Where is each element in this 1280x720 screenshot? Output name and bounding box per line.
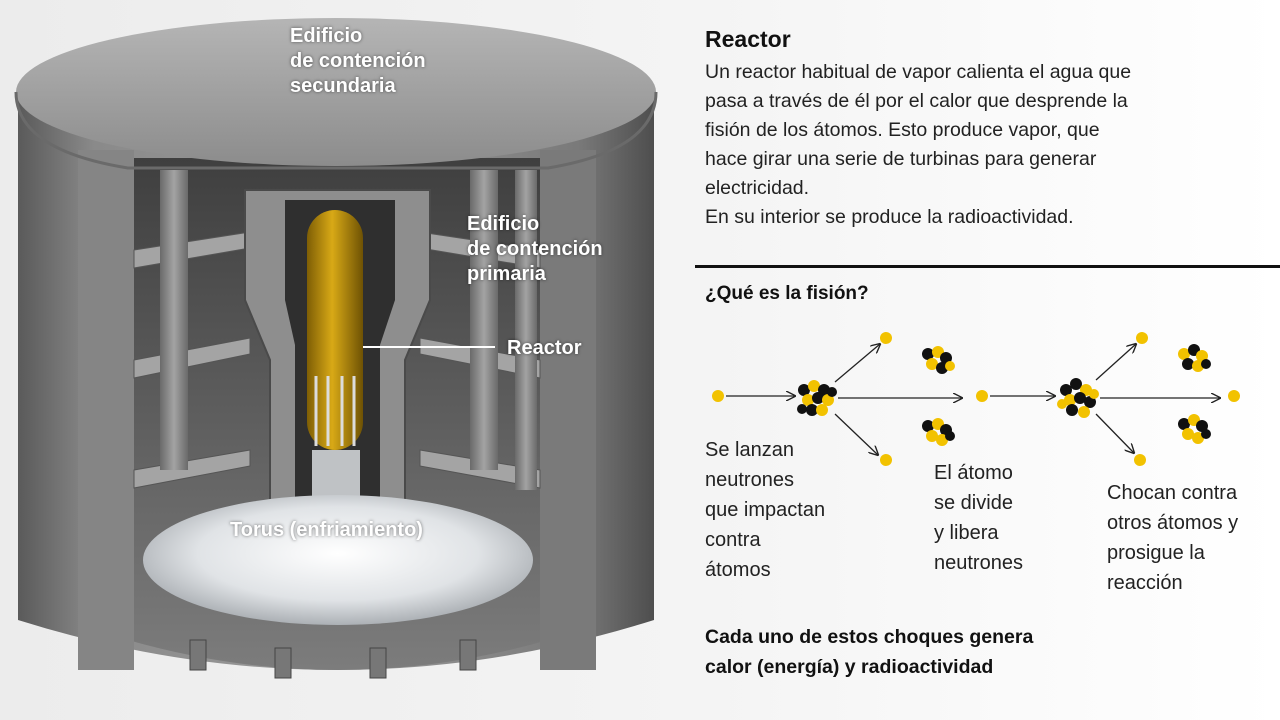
conclusion-line: Cada uno de estos choques genera: [705, 626, 1034, 648]
label-secondary-containment: Edificio de contención secundaria: [290, 24, 426, 99]
caption-line: Chocan contra: [1107, 482, 1238, 504]
neutron: [880, 454, 892, 466]
description-line: hace girar una serie de turbinas para ge…: [705, 148, 1097, 170]
neutron: [1136, 332, 1148, 344]
caption-line: y libera: [934, 522, 999, 544]
label-line: de contención: [467, 238, 603, 260]
fission-diagram: [712, 332, 1240, 466]
arrow: [1095, 413, 1134, 453]
atom-fragment: [922, 418, 955, 446]
caption-line: contra: [705, 529, 761, 551]
torus: [143, 495, 533, 625]
caption-line: neutrones: [934, 552, 1023, 574]
description-line: Un reactor habitual de vapor calienta el…: [705, 61, 1132, 83]
neutron: [976, 390, 988, 402]
arrow: [1095, 344, 1136, 381]
label-reactor: Reactor: [507, 337, 582, 359]
neutron: [712, 390, 724, 402]
label-primary-containment: Edificio de contención primaria: [467, 212, 603, 287]
reactor-cutaway-illustration: [14, 18, 658, 679]
caption-line: prosigue la: [1107, 542, 1205, 564]
top-slab: [16, 18, 656, 166]
pillars: [160, 170, 537, 490]
reactor-vessel: [307, 210, 363, 450]
caption-step-2: El átomo se divide y libera neutrones: [934, 458, 1023, 578]
label-line: de contención: [290, 50, 426, 72]
caption-line: El átomo: [934, 462, 1013, 484]
fission-section-title: ¿Qué es la fisión?: [705, 283, 869, 304]
neutron: [1228, 390, 1240, 402]
atom-fragment: [922, 346, 955, 374]
label-torus: Torus (enfriamiento): [230, 519, 423, 541]
right-wall: [540, 150, 596, 670]
nucleus: [1057, 378, 1099, 418]
base-vents: [189, 639, 477, 679]
reactor-description: Un reactor habitual de vapor calienta el…: [705, 58, 1265, 232]
caption-step-3: Chocan contra otros átomos y prosigue la…: [1107, 478, 1238, 598]
conclusion-line: calor (energía) y radioactividad: [705, 656, 994, 678]
control-rods: [314, 376, 356, 446]
caption-line: otros átomos y: [1107, 512, 1239, 534]
caption-line: que impactan: [705, 499, 826, 521]
caption-line: neutrones: [705, 469, 794, 491]
arrow: [834, 344, 880, 383]
caption-line: se divide: [934, 492, 1013, 514]
caption-line: reacción: [1107, 572, 1183, 594]
description-line: pasa a través de él por el calor que des…: [705, 90, 1128, 112]
description-line: electricidad.: [705, 177, 810, 199]
description-line: fisión de los átomos. Esto produce vapor…: [705, 119, 1100, 141]
nucleus: [797, 380, 837, 416]
section-divider: [695, 265, 1280, 268]
caption-line: átomos: [705, 559, 771, 581]
label-line: Edificio: [467, 213, 540, 235]
description-line: En su interior se produce la radioactivi…: [705, 206, 1074, 228]
caption-step-1: Se lanzan neutrones que impactan contra …: [705, 435, 825, 585]
neutron: [880, 332, 892, 344]
label-line: secundaria: [290, 75, 396, 97]
top-slab-rim: [14, 91, 658, 170]
label-line: Edificio: [290, 25, 363, 47]
caption-line: Se lanzan: [705, 439, 794, 461]
reactor-section-title: Reactor: [705, 26, 791, 52]
neutron: [1134, 454, 1146, 466]
atom-fragment: [1178, 344, 1211, 372]
conclusion-text: Cada uno de estos choques genera calor (…: [705, 622, 1033, 682]
arrow: [834, 413, 878, 455]
left-wall: [78, 150, 134, 670]
label-line: primaria: [467, 263, 546, 285]
atom-fragment: [1178, 414, 1211, 444]
